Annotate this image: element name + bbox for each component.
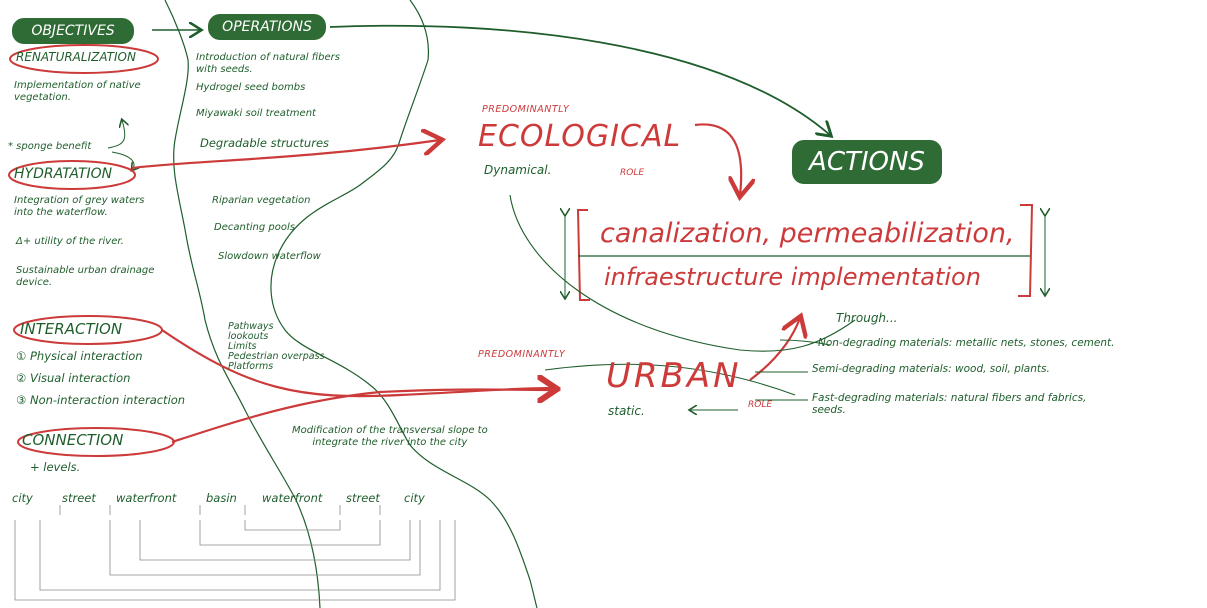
sequence-item: basin [206, 491, 237, 505]
connection-operation: Modification of the transversal slope to… [292, 425, 488, 448]
operation-item: Introduction of natural fibers with seed… [196, 52, 340, 75]
hydratation-desc: Integration of grey waters into the wate… [14, 195, 145, 218]
urban-title: URBAN [606, 356, 742, 396]
sponge-benefit: * sponge benefit [8, 141, 92, 152]
operation-item: Degradable structures [200, 136, 330, 150]
ecological-predominantly: PREDOMINANTLY [482, 104, 570, 115]
sequence-item: city [404, 491, 425, 505]
operation-item: Slowdown waterflow [218, 251, 321, 262]
renaturalization-title: RENATURALIZATION [16, 50, 136, 64]
actions-line-1: canalization, permeabilization, [600, 218, 1015, 249]
sequence-item: waterfront [116, 491, 177, 505]
hydratation-title: HYDRATATION [14, 166, 113, 182]
interaction-item: ③ Non-interaction interaction [16, 393, 186, 407]
interaction-item: ② Visual interaction [16, 371, 131, 385]
ecological-role: ROLE [620, 168, 645, 178]
river-right-bank [270, 0, 538, 608]
urban-role: ROLE [748, 400, 773, 410]
ecological-sub: Dynamical. [484, 163, 552, 177]
operation-item: Riparian vegetation [212, 195, 311, 206]
sequence-item: street [62, 491, 96, 505]
sequence-item: waterfront [262, 491, 323, 505]
urban-predominantly: PREDOMINANTLY [478, 349, 566, 360]
connection-sub: + levels. [30, 460, 81, 474]
operation-item: Miyawaki soil treatment [196, 108, 316, 119]
interaction-title: INTERACTION [20, 320, 123, 338]
material-item: Fast-degrading materials: natural fibers… [812, 392, 1087, 417]
sequence-item: street [346, 491, 380, 505]
through-label: Through... [836, 311, 898, 325]
actions-header: ACTIONS [792, 140, 942, 184]
sequence-item: city [12, 491, 33, 505]
ecological-title: ECOLOGICAL [478, 119, 682, 154]
river-left-bank [164, 0, 321, 608]
connection-title: CONNECTION [22, 431, 124, 449]
material-item: Semi-degrading materials: wood, soil, pl… [812, 363, 1050, 375]
hydratation-item: Δ+ utility of the river. [16, 236, 124, 247]
interaction-item: ① Physical interaction [16, 349, 143, 363]
renaturalization-desc: Implementation of native vegetation. [14, 80, 141, 103]
objectives-header: OBJECTIVES [12, 18, 134, 44]
actions-line-2: infraestructure implementation [604, 263, 981, 291]
operations-header: OPERATIONS [208, 14, 326, 40]
material-item: Non-degrading materials: metallic nets, … [818, 337, 1115, 349]
urban-sub: static. [608, 404, 645, 418]
hydratation-item: Sustainable urban drainage device. [16, 265, 155, 288]
interaction-operations: Pathways lookouts Limits Pedestrian over… [228, 321, 325, 372]
operation-item: Hydrogel seed bombs [196, 82, 306, 93]
operation-item: Decanting pools [214, 222, 295, 233]
